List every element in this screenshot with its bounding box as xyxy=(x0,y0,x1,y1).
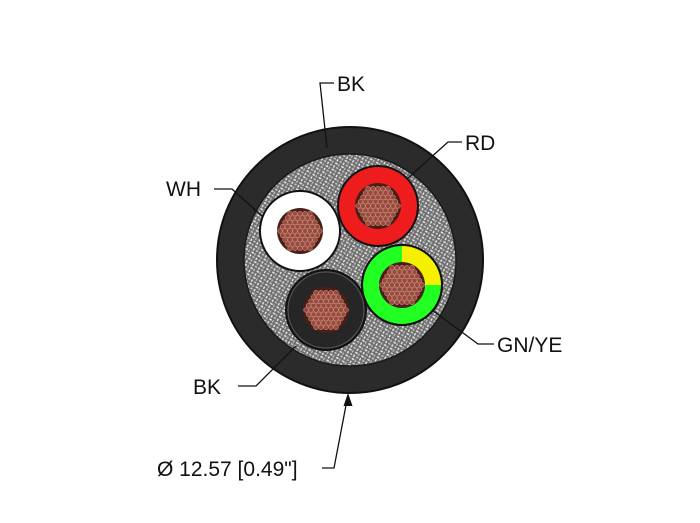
label-black: BK xyxy=(193,376,221,399)
leader-black xyxy=(238,345,297,387)
label-jacket: BK xyxy=(337,73,365,96)
diameter-arrow-icon xyxy=(343,393,353,406)
leader-jacket xyxy=(319,82,334,149)
conductor-white xyxy=(259,190,341,272)
leader-white xyxy=(214,188,263,217)
conductor-black xyxy=(285,269,367,351)
label-green-yellow: GN/YE xyxy=(497,334,562,357)
conductor-green-yellow xyxy=(361,244,443,326)
leader-red xyxy=(407,141,462,179)
label-red: RD xyxy=(465,132,495,155)
label-diameter: Ø 12.57 [0.49"] xyxy=(157,458,298,481)
diameter-leader xyxy=(322,399,348,469)
label-white: WH xyxy=(166,178,201,201)
leader-green-yellow xyxy=(431,309,494,345)
conductor-red xyxy=(337,165,419,247)
